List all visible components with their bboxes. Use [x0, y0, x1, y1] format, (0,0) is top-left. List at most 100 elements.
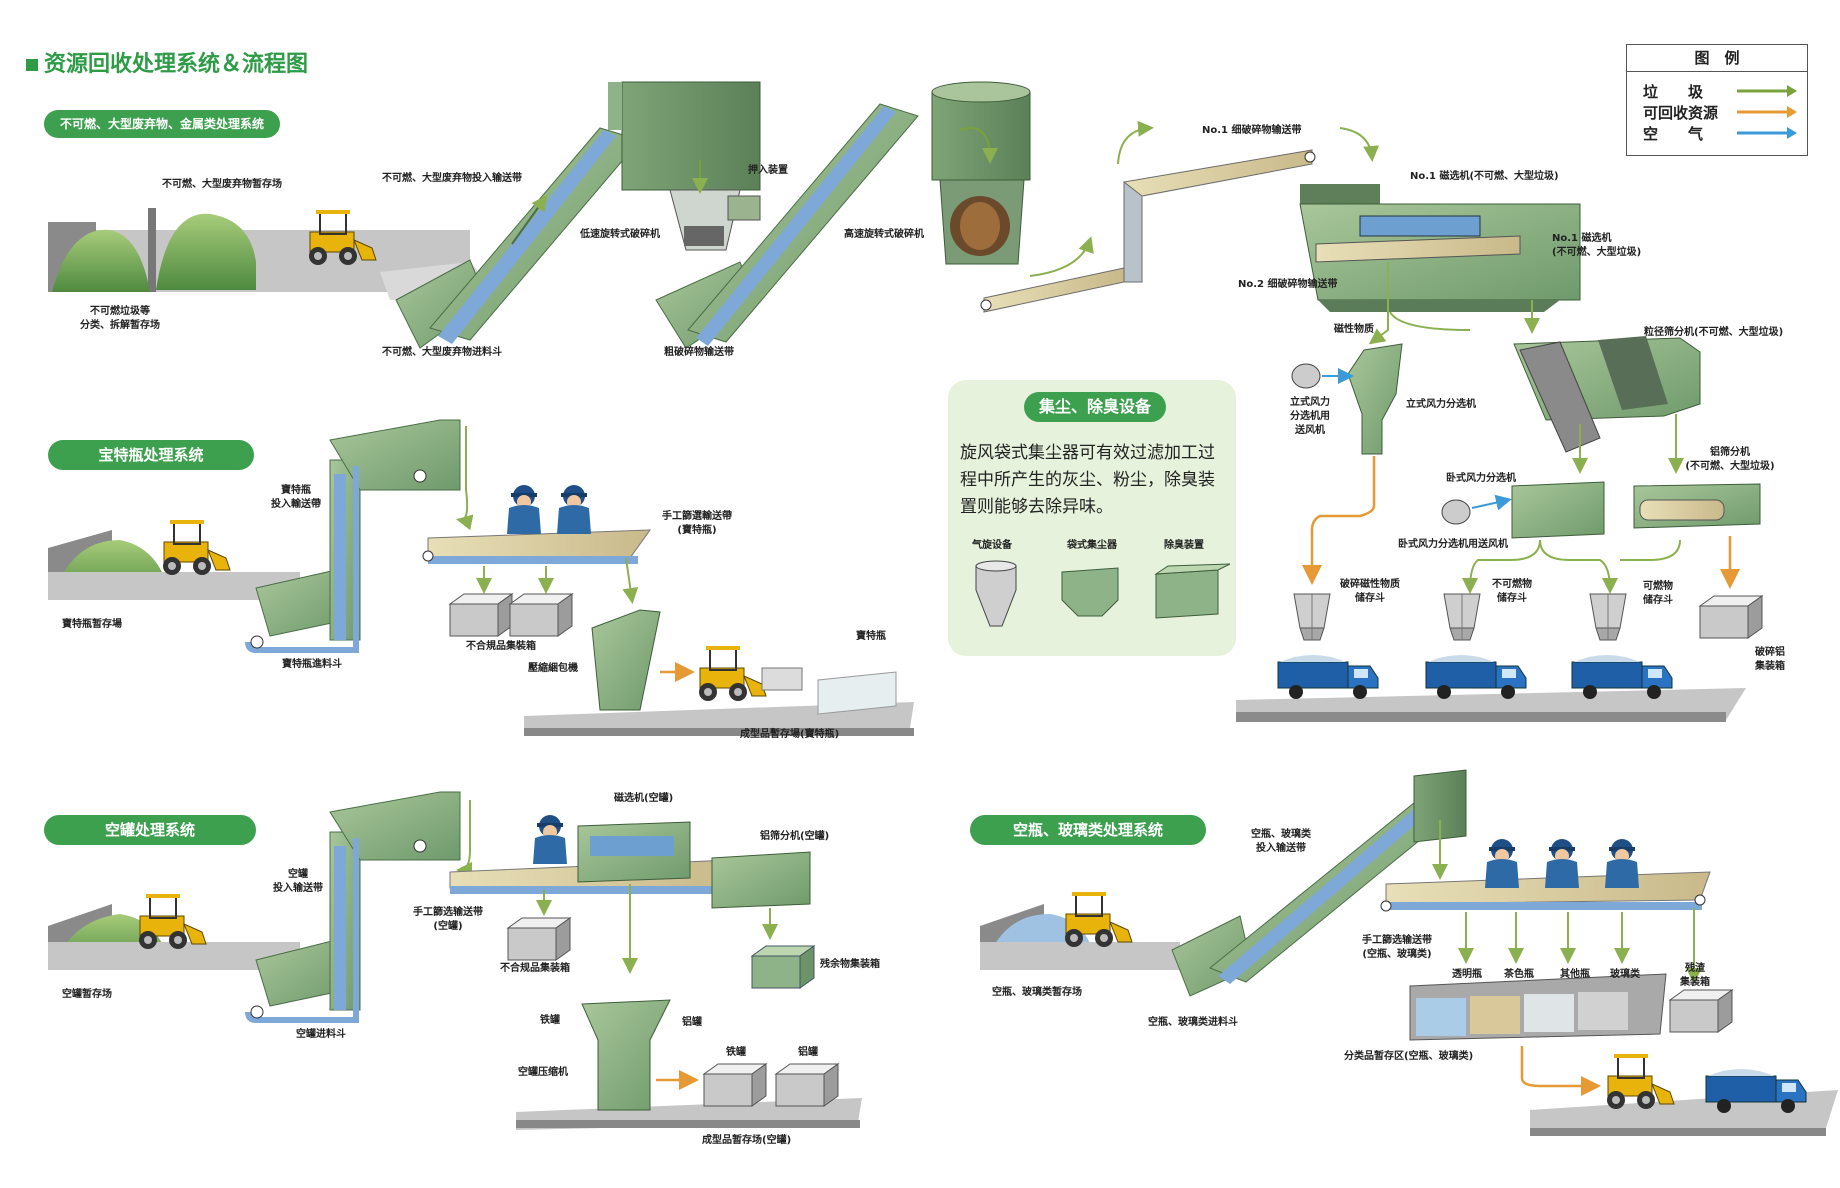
label-s1-nc-2: 储存斗 [1497, 593, 1527, 604]
label-s1-al-2: 集装箱 [1755, 661, 1785, 672]
label-s1-mag1b-1: No.1 磁选机 [1552, 233, 1612, 244]
label-s1-storage: 不可燃、大型废弃物暂存场 [162, 179, 282, 190]
label-s2-bales: 寶特瓶 [856, 631, 886, 642]
label-s1-vertical: 立式风力分选机 [1406, 399, 1476, 410]
label-s1-mstore-1: 破碎磁性物质 [1340, 579, 1400, 590]
label-s4-in-2: 投入输送带 [1256, 843, 1306, 854]
label-s3-storage: 空罐暂存场 [62, 989, 112, 1000]
label-s1-mstore-2: 储存斗 [1355, 593, 1385, 604]
label-s4-storage: 空瓶、玻璃类暂存场 [992, 987, 1082, 998]
label-s2-baler: 壓縮綑包機 [528, 663, 578, 674]
dust-control-panel: 集尘、除臭设备 旋风袋式集尘器可有效过滤加工过程中所产生的灰尘、粉尘，除臭装置则… [948, 380, 1236, 656]
dust-panel-title: 集尘、除臭设备 [1024, 392, 1166, 422]
label-s4-manual-2: (空瓶、玻璃类) [1362, 949, 1432, 960]
page-title-text: 资源回收处理系统＆流程图 [44, 52, 309, 77]
label-s3-reject: 不合规品集装箱 [500, 963, 570, 974]
label-s4-glass: 玻璃类 [1610, 969, 1640, 980]
bag-filter-label: 袋式集尘器 [1067, 540, 1117, 551]
deodorizer-icon [1154, 563, 1231, 619]
label-s1-c-2: 储存斗 [1643, 595, 1673, 606]
label-s1-fine1: No.1 细破碎物输送带 [1202, 125, 1302, 136]
label-s3-iron2: 铁罐 [726, 1047, 746, 1058]
label-s4-other: 其他瓶 [1560, 969, 1590, 980]
page-title: 资源回收处理系统＆流程图 [26, 46, 308, 78]
label-s4-clear: 透明瓶 [1452, 969, 1482, 980]
legend-label: 空 气 [1643, 125, 1704, 143]
deodorizer-label: 除臭装置 [1164, 540, 1204, 551]
label-s3-al: 铝罐 [682, 1017, 702, 1028]
dust-equipment-icons [975, 560, 1231, 627]
label-s1-magnetic: 磁性物质 [1334, 324, 1374, 335]
label-s1-horizontal: 卧式风力分选机 [1446, 473, 1516, 484]
label-s3-hopper: 空罐进料斗 [296, 1029, 346, 1040]
label-s1-c-1: 可燃物 [1643, 581, 1673, 592]
label-s1-coarse-conveyor: 粗破碎物输送带 [664, 347, 734, 358]
label-s3-al2: 铝罐 [798, 1047, 818, 1058]
label-s2-manual-2: (寶特瓶) [677, 525, 717, 536]
label-s3-iron: 铁罐 [540, 1015, 560, 1026]
label-s1-sort-1: 不可燃垃圾等 [90, 306, 150, 317]
label-s1-mag1b-2: (不可燃、大型垃圾) [1552, 247, 1642, 258]
cyclone-label: 气旋设备 [972, 540, 1012, 551]
label-s1-in-conveyor: 不可燃、大型废弃物投入输送带 [382, 173, 522, 184]
section-header-bottles: 空瓶、玻璃类处理系统 [970, 815, 1206, 845]
label-s1-alsep-1: 铝筛分机 [1710, 447, 1750, 458]
label-s1-mag1: No.1 磁选机(不可燃、大型垃圾) [1410, 171, 1559, 182]
label-s1-fan-1: 立式风力 [1290, 397, 1330, 408]
dust-panel-text: 旋风袋式集尘器可有效过滤加工过程中所产生的灰尘、粉尘，除臭装置则能够去除异味。 [960, 443, 1215, 517]
section-header-pet: 宝特瓶处理系统 [48, 440, 254, 470]
label-s1-alsep-2: (不可燃、大型垃圾) [1685, 461, 1775, 472]
label-s2-in-1: 寶特瓶 [281, 485, 311, 496]
label-s4-res-2: 集装箱 [1680, 977, 1710, 988]
legend: 图 例 垃 圾 可回收资源 空 气 [1626, 44, 1808, 156]
legend-item-recyclable: 可回收资源 [1643, 102, 1718, 123]
label-s1-fan-2: 分选机用 [1290, 411, 1330, 422]
label-s4-res-1: 残渣 [1685, 963, 1705, 974]
legend-header: 图 例 [1627, 45, 1807, 72]
label-s1-sort-2: 分类、拆解暂存场 [80, 320, 160, 331]
label-s3-manual-2: (空罐) [433, 921, 463, 932]
legend-arrow-air-icon [1737, 127, 1797, 139]
section-header-cans: 空罐处理系统 [44, 815, 256, 845]
label-s1-fan-3: 送风机 [1295, 425, 1325, 436]
label-s2-product: 成型品暫存場(寶特瓶) [740, 729, 840, 740]
label-s3-in-1: 空罐 [288, 869, 308, 880]
legend-arrows [1737, 85, 1797, 139]
label-s4-brown: 茶色瓶 [1504, 969, 1534, 980]
label-s4-in-1: 空瓶、玻璃类 [1251, 829, 1311, 840]
label-s3-alsep: 铝筛分机(空罐) [760, 831, 830, 842]
label-s4-hopper: 空瓶、玻璃类进料斗 [1148, 1017, 1238, 1028]
legend-label: 垃 圾 [1643, 83, 1704, 101]
label-s1-low-crusher: 低速旋转式破碎机 [580, 229, 660, 240]
label-s4-product: 分类品暂存区(空瓶、玻璃类) [1344, 1051, 1474, 1062]
cyclone-icon [975, 560, 1017, 627]
label-s1-nc-1: 不可燃物 [1492, 579, 1532, 590]
label-s2-hopper: 寶特瓶進料斗 [282, 659, 342, 670]
legend-arrow-recyclable-icon [1737, 106, 1797, 118]
label-s2-in-2: 投入輸送帶 [271, 499, 321, 510]
label-s1-fine2: No.2 细破碎物输送带 [1238, 279, 1338, 290]
label-s3-residue: 残余物集装箱 [820, 959, 880, 970]
label-s1-push: 押入装置 [748, 165, 788, 176]
label-s2-reject: 不合規品集裝箱 [466, 641, 536, 652]
label-s1-hopper: 不可燃、大型废弃物进料斗 [382, 347, 502, 358]
label-s2-storage: 寶特瓶暂存場 [62, 619, 122, 630]
label-s2-manual-1: 手工篩選輸送帶 [662, 511, 732, 522]
label-s3-in-2: 投入输送带 [273, 883, 323, 894]
legend-label: 可回收资源 [1643, 104, 1719, 122]
title-square-icon [26, 59, 38, 71]
label-s1-al-1: 破碎铝 [1755, 647, 1785, 658]
legend-arrow-garbage-icon [1737, 85, 1797, 97]
label-s3-manual-1: 手工篩选输送带 [413, 907, 483, 918]
legend-item-garbage: 垃 圾 [1643, 81, 1703, 102]
label-s1-hfan: 卧式风力分选机用送风机 [1398, 539, 1508, 550]
label-s3-product: 成型品暂存场(空罐) [702, 1135, 792, 1146]
label-s3-press: 空罐压缩机 [518, 1067, 568, 1078]
legend-item-air: 空 气 [1643, 123, 1703, 144]
section-header-noncombustible: 不可燃、大型废弃物、金属类处理系统 [44, 110, 280, 138]
bag-filter-icon [1061, 567, 1119, 617]
label-s3-mag: 磁选机(空罐) [614, 793, 674, 804]
label-s1-high-crusher: 高速旋转式破碎机 [844, 229, 924, 240]
label-s1-trommel: 粒径筛分机(不可燃、大型垃圾) [1644, 327, 1784, 338]
